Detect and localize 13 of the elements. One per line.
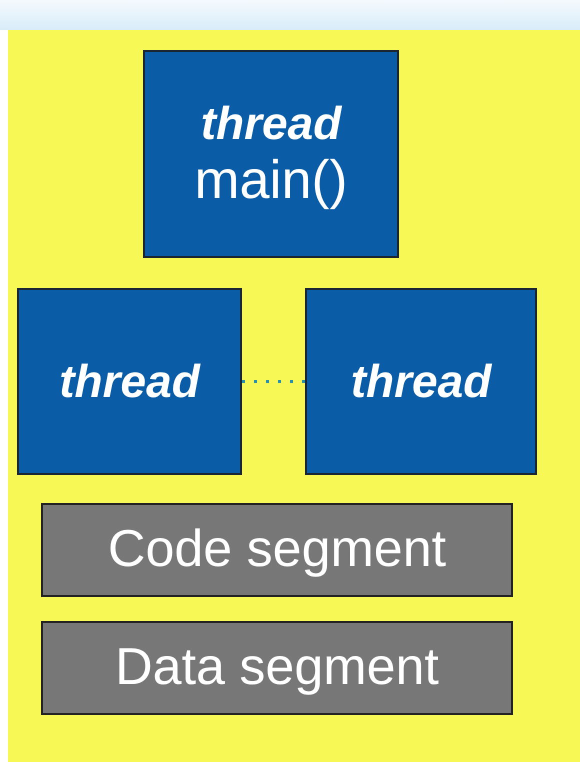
thread-label: thread [59,355,200,408]
thread-box [17,288,242,475]
dotted-connector [242,380,305,383]
segment-label: Code segment [108,520,446,580]
thread-label: thread [350,355,492,408]
function-label: main() [194,149,348,212]
segment-label: Data segment [115,638,439,698]
process-background [8,30,580,762]
thread-label: thread [200,96,342,150]
thread-box [143,50,399,258]
thread-box [305,288,537,475]
segment-box [41,503,513,597]
segment-box [41,621,513,715]
